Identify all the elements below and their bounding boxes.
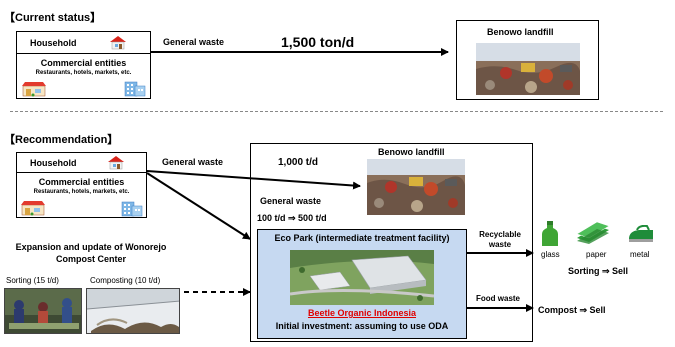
current-landfill-box: Benowo landfill (456, 20, 599, 100)
recyclable-label: Recyclable waste (479, 230, 521, 249)
rec-source-box: Household Commercial entities Restaurant… (16, 152, 147, 218)
current-source-box: Household Commercial entities Restaurant… (16, 31, 151, 99)
section-divider (10, 111, 663, 112)
current-flow-label: General waste (163, 37, 225, 47)
house-icon (107, 155, 125, 175)
rec-commercial-sub-label: Restaurants, hotels, markets, etc. (33, 189, 130, 195)
eco-frame (250, 143, 533, 342)
sorting-caption: Sorting (15 t/d) (6, 276, 59, 285)
sorting-photo (4, 288, 82, 334)
compost-result: Compost ⇒ Sell (538, 305, 606, 315)
recyclable-metal: metal (630, 250, 650, 259)
eco-park-company: Beetle Organic Indonesia (307, 308, 417, 318)
current-landfill-label: Benowo landfill (487, 27, 554, 37)
rec-landfill-label: Benowo landfill (378, 147, 445, 157)
rec-flow-label: General waste (162, 157, 224, 167)
recyclable-paper: paper (586, 250, 607, 259)
iron-icon (627, 224, 655, 248)
composting-photo (86, 288, 180, 334)
rec-landfill-photo (367, 159, 465, 215)
house-icon (109, 35, 127, 55)
office-icon (121, 79, 147, 102)
shop-icon (20, 200, 46, 221)
bottle-icon (540, 221, 560, 252)
current-status-header: 【Current status】 (4, 12, 102, 24)
landfill-photo (476, 43, 580, 95)
eco-park-rendering (290, 250, 434, 305)
eco-park-box: Eco Park (intermediate treatment facilit… (257, 229, 467, 339)
household-label: Household (30, 38, 77, 48)
commercial-label: Commercial entities (40, 58, 127, 68)
eco-flow-amount: 100 t/d ⇒ 500 t/d (257, 213, 327, 223)
rec-household-label: Household (30, 158, 77, 168)
eco-park-title: Eco Park (intermediate treatment facilit… (274, 233, 450, 243)
rec-eco-arrow (146, 172, 251, 240)
office-icon (118, 199, 144, 222)
compost-center-title: Expansion and update of Wonorejo Compost… (15, 242, 167, 264)
rec-landfill-arrow (146, 170, 361, 190)
recyclable-glass: glass (541, 250, 560, 259)
food-waste-label: Food waste (476, 294, 521, 303)
sorting-result: Sorting ⇒ Sell (568, 266, 629, 276)
paper-icon (575, 221, 611, 249)
shop-icon (21, 81, 47, 102)
eco-park-investment: Initial investment: assuming to use ODA (275, 321, 449, 331)
eco-flow-label: General waste (260, 196, 322, 206)
recommendation-header: 【Recommendation】 (4, 134, 119, 146)
current-flow-amount: 1,500 ton/d (281, 34, 355, 50)
rec-flow-amount: 1,000 t/d (278, 157, 319, 168)
commercial-sub-label: Restaurants, hotels, markets, etc. (35, 70, 132, 76)
rec-commercial-label: Commercial entities (38, 177, 125, 187)
composting-caption: Composting (10 t/d) (90, 276, 161, 285)
